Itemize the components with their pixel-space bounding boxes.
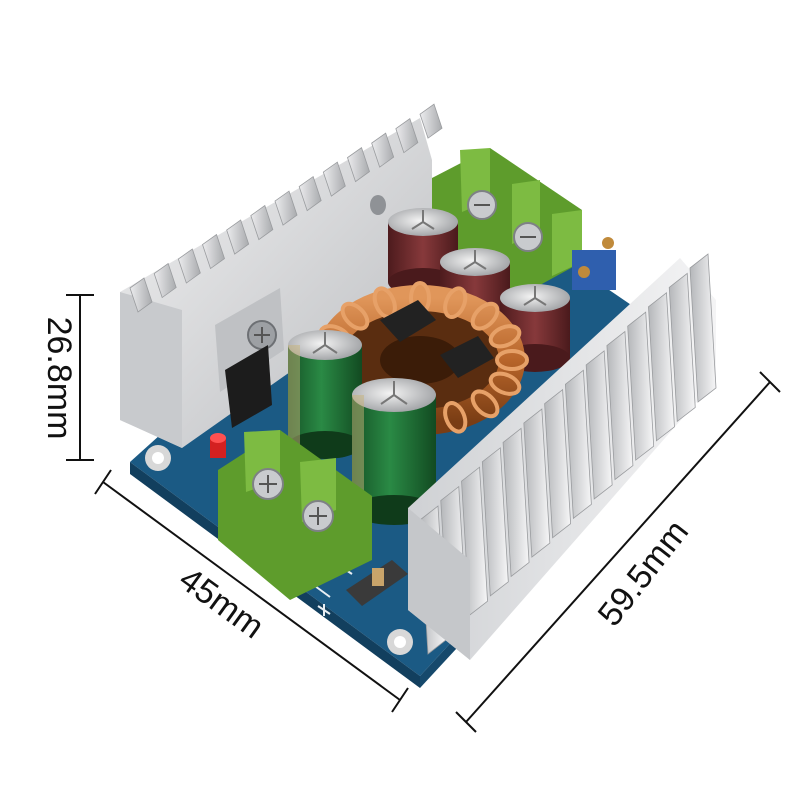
heatsink-fin <box>250 204 274 241</box>
coil-wrap <box>443 401 468 434</box>
coil-wrap <box>443 286 468 319</box>
heatsink-fin <box>322 161 346 197</box>
heatsink-fin <box>689 253 717 403</box>
length-dimension-label: 59.5mm <box>591 513 697 633</box>
left-heatsink <box>120 103 443 448</box>
coil-wrap <box>340 301 370 331</box>
red-led <box>210 433 226 458</box>
width-dimension <box>94 469 409 713</box>
heatsink-fin <box>544 388 572 539</box>
right-heatsink <box>408 253 717 660</box>
width-dimension-label: 45mm <box>172 560 271 646</box>
mounting-hole <box>145 445 171 471</box>
trim-potentiometer <box>572 237 616 290</box>
heatsink-fin <box>627 311 655 461</box>
heatsink-fin <box>668 272 696 423</box>
terminal-screw <box>467 190 497 220</box>
coil-wrap <box>488 371 522 396</box>
heatsink-fin <box>371 132 395 168</box>
mounting-hole <box>387 629 413 655</box>
heatsink-fin <box>129 277 153 313</box>
green-capacitor <box>352 378 436 525</box>
heatsink-fin <box>153 262 177 299</box>
coil-wrap <box>495 349 529 371</box>
height-dimension-label: 26.8mm <box>40 317 78 440</box>
heatsink-fin <box>585 350 613 500</box>
heatsink-fin <box>481 447 509 597</box>
green-capacitor <box>288 330 362 459</box>
terminal-screw <box>252 468 284 500</box>
heatsink-fin <box>202 233 225 270</box>
heatsink-fin <box>564 369 592 520</box>
heatsink-fin <box>648 291 675 442</box>
heatsink-fin <box>274 190 298 226</box>
heatsink-fin <box>226 219 250 255</box>
input-terminal-block <box>218 430 372 600</box>
coil-wrap <box>488 324 522 349</box>
length-dimension <box>455 371 781 733</box>
heatsink-fin <box>347 146 370 183</box>
heatsink-fin <box>298 175 322 212</box>
heatsink-fin <box>395 118 419 154</box>
heatsink-fin <box>177 248 201 284</box>
heatsink-fin <box>523 408 551 558</box>
coil-wrap <box>470 301 500 331</box>
coil-wrap <box>470 389 500 419</box>
height-dimension <box>66 294 94 461</box>
heatsink-fin <box>502 427 530 578</box>
heatsink-fin <box>419 103 443 139</box>
slide-switch <box>346 560 408 606</box>
terminal-screw <box>302 500 334 532</box>
terminal-screw <box>513 222 543 252</box>
heatsink-fin <box>606 330 634 481</box>
